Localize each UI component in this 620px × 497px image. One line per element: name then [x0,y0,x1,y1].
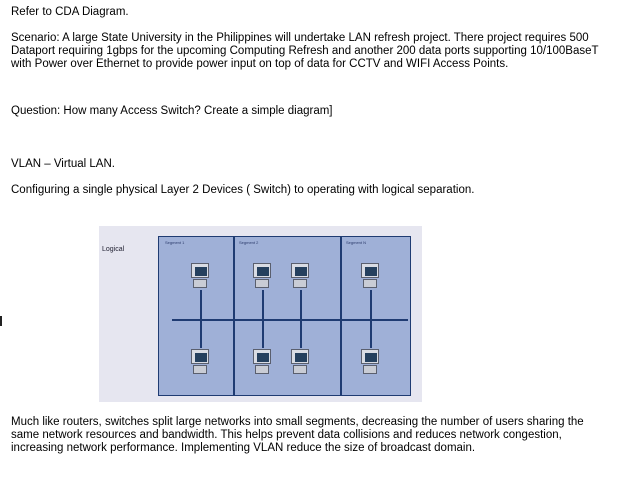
network-drop-line [370,290,372,348]
segment-divider [340,236,342,396]
segment-label-n: Segment N [346,240,367,245]
config-text: Configuring a single physical Layer 2 De… [11,184,475,196]
network-bus-line [172,319,408,321]
network-drop-line [300,290,302,348]
page-edge-mark [0,316,2,326]
intro-text: Refer to CDA Diagram. [11,6,129,18]
logical-label: Logical [102,246,125,253]
vlan-heading: VLAN – Virtual LAN. [11,158,115,170]
segment-label-1: Segment 1 [165,240,185,245]
desktop-computer-icon [252,348,274,376]
network-drop-line [200,290,202,348]
desktop-computer-icon [252,262,274,290]
segment-label-2: Segment 2 [239,240,259,245]
desktop-computer-icon [190,262,212,290]
segment-divider [233,236,235,396]
question-text: Question: How many Access Switch? Create… [11,105,333,117]
scenario-paragraph: Scenario: A large State University in th… [11,32,599,70]
vlan-diagram: Logical Segment 1 Segment 2 Segment N [99,226,422,402]
desktop-computer-icon [290,348,312,376]
desktop-computer-icon [360,348,382,376]
desktop-computer-icon [190,348,212,376]
network-drop-line [262,290,264,348]
desktop-computer-icon [360,262,382,290]
desktop-computer-icon [290,262,312,290]
closing-paragraph: Much like routers, switches split large … [11,416,584,454]
